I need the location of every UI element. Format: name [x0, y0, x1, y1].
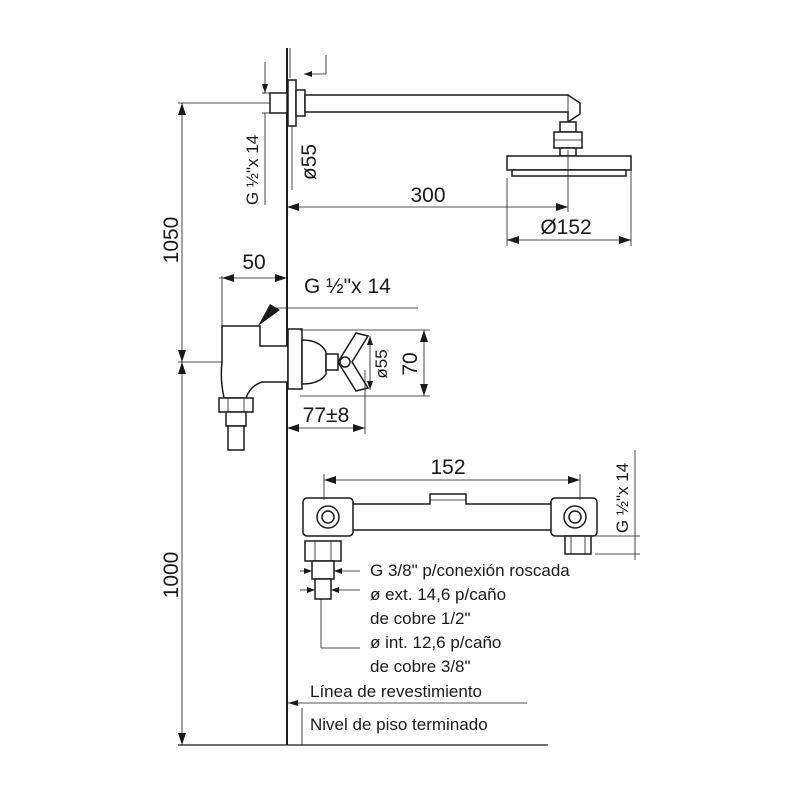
- valve-assembly: [218, 325, 370, 451]
- note-int-diameter-line2: de cobre 3/8": [370, 657, 471, 676]
- wall-line-label: Línea de revestimiento: [310, 682, 482, 701]
- valve-bonnet: [301, 339, 327, 385]
- bar-left-thread: [311, 560, 335, 580]
- valve-inlet-pipe: [227, 425, 245, 451]
- reference-lines: [178, 48, 548, 746]
- note-ext-diameter-line1: ø ext. 14,6 p/caño: [370, 585, 506, 604]
- valve-height-dimensions: [300, 329, 430, 397]
- arm-thread-nipple: [269, 92, 288, 114]
- bar-width-label: 152: [430, 456, 465, 479]
- flange-diameter-label: ø55: [298, 144, 321, 180]
- arm-length-label: 300: [410, 184, 445, 207]
- valve-handle-cap: [339, 356, 351, 368]
- valve-depth-label: 77±8: [303, 404, 350, 427]
- arm-thread-dimension: [262, 62, 270, 205]
- valve-body: [220, 325, 289, 399]
- note-connection-thread: G 3/8" p/conexión roscada: [370, 561, 570, 580]
- valve-depth-dimension: [287, 370, 366, 434]
- bar-left-nut: [304, 540, 342, 562]
- head-diameter-dimension: [506, 170, 632, 246]
- valve-height-label: 70: [399, 352, 422, 375]
- note-ext-diameter-line2: de cobre 1/2": [370, 609, 471, 628]
- vertical-dimension-1000: [178, 362, 186, 745]
- valve-inlet-thread: [225, 411, 247, 427]
- arm-drop-pipe: [559, 121, 577, 133]
- shower-arm-assembly: [269, 79, 632, 177]
- arm-length-dimension: [287, 150, 569, 212]
- connection-bar-assembly: [302, 493, 598, 600]
- bar-right-nipple: [564, 535, 592, 555]
- valve-flange: [287, 328, 303, 390]
- bar-width-dimension: [323, 474, 581, 500]
- shower-head: [506, 155, 632, 171]
- bar-thread-dimension: [595, 450, 640, 560]
- wall-line-leader: [288, 700, 527, 706]
- body-offset-dimension: [219, 274, 287, 326]
- arm-wall-flange: [287, 79, 297, 127]
- shower-head-plate: [511, 169, 627, 177]
- body-offset-label: 50: [242, 251, 265, 274]
- arm-flange-collar: [295, 89, 306, 117]
- bar-left-pipe: [314, 578, 332, 600]
- inlet-thread-leader: [258, 304, 418, 326]
- height-1000-label: 1000: [160, 552, 183, 599]
- flange-diameter-dimension: [289, 48, 327, 190]
- valve-stem: [325, 353, 339, 371]
- arm-thread-label: G ½"x 14: [243, 135, 262, 205]
- vertical-dimension-1050: [178, 103, 186, 362]
- shower-arm: [304, 94, 581, 124]
- height-1050-label: 1050: [160, 217, 183, 264]
- valve-handle: [337, 332, 370, 392]
- connection-bar: [347, 493, 559, 531]
- inlet-thread-label: G ½"x 14: [304, 275, 391, 298]
- note-int-diameter-line1: ø int. 12,6 p/caño: [370, 633, 501, 652]
- floor-level-label: Nivel de piso terminado: [310, 715, 488, 734]
- valve-inlet-nut: [218, 397, 254, 413]
- fitting-dimension-marks: [300, 568, 360, 649]
- head-diameter-label: Ø152: [540, 216, 591, 239]
- bar-thread-label: G ½"x 14: [613, 463, 632, 533]
- valve-flange-diameter-label: ø55: [372, 349, 391, 378]
